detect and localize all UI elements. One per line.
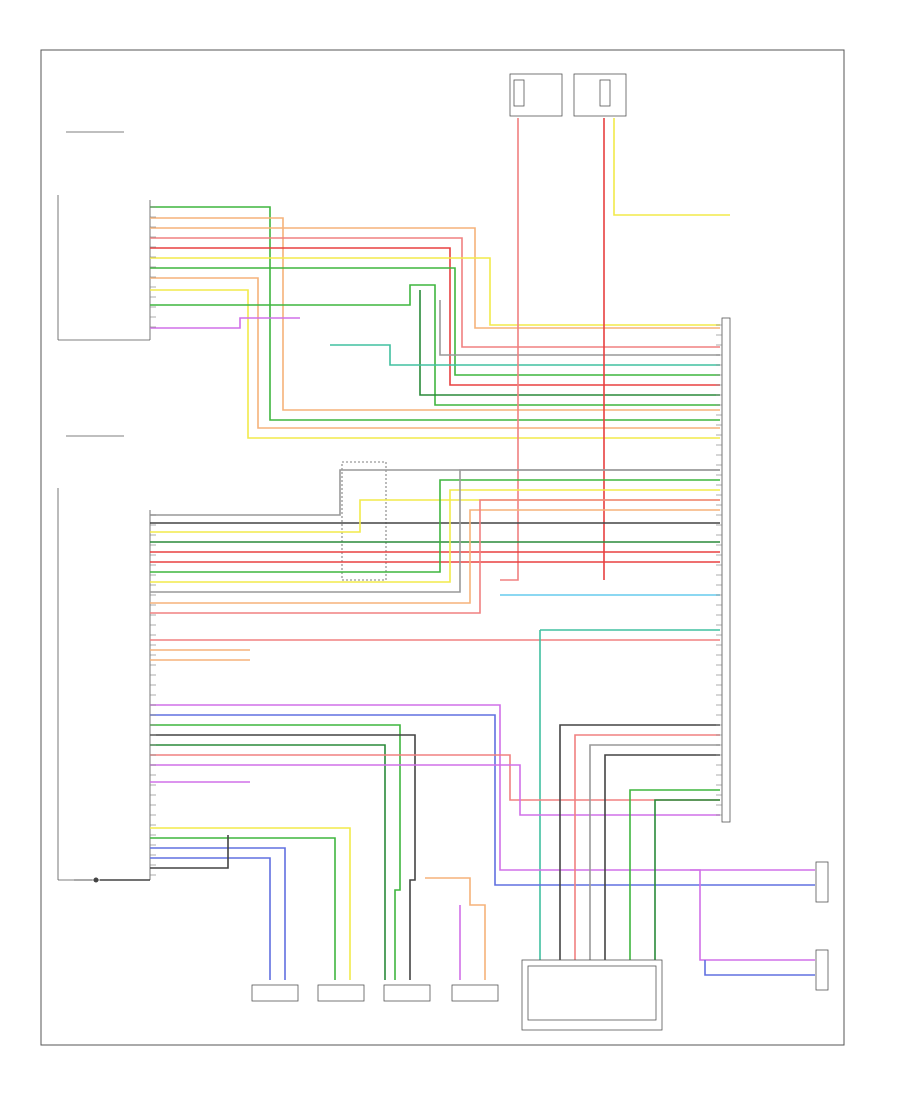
speaker-left-rear [251, 984, 299, 1002]
wire-spk-10 [150, 837, 336, 980]
wire-spk-5 [150, 744, 386, 980]
switch-left [509, 73, 563, 117]
wire-sat-14 [439, 300, 720, 356]
wire-spk-13 [150, 835, 229, 869]
diagram-frame [40, 49, 845, 1046]
wire-rear-2 [574, 734, 720, 960]
inline-connector [341, 461, 387, 581]
wire-radio-7 [150, 479, 720, 573]
wire-sat-10 [150, 284, 720, 406]
wire-spk-6 [150, 754, 720, 801]
wire-spk-3 [150, 724, 401, 980]
wire-spk-12 [150, 857, 271, 980]
wire-sat-8 [150, 277, 720, 429]
wire-spk-1 [150, 704, 815, 871]
wire-switch-left [500, 118, 519, 581]
wire-sat-7 [150, 267, 720, 376]
speaker-right-front [815, 861, 829, 903]
wire-spk-11 [150, 847, 286, 980]
wire-spk-14 [425, 877, 486, 980]
wire-radio-1 [150, 469, 720, 516]
wire-spk-9 [150, 827, 351, 980]
wire-rear-4 [604, 754, 720, 960]
wire-rear-3 [589, 744, 720, 960]
wire-sat-12 [419, 290, 720, 396]
speaker-left-tweeter [451, 984, 499, 1002]
wire-radio-9 [150, 469, 720, 593]
wire-spk-4 [150, 734, 416, 980]
speaker-right-door [815, 949, 829, 991]
wire-radio-3 [150, 499, 720, 533]
radio [57, 435, 151, 881]
satellite-receiver [57, 131, 151, 341]
switch-right [573, 73, 627, 117]
amplifier [721, 317, 731, 823]
speaker-left-front [317, 984, 365, 1002]
connector-pins [150, 206, 722, 876]
wire-rear-1 [559, 724, 720, 960]
wire-radio-8 [150, 489, 720, 583]
wire-sat-9 [150, 289, 720, 439]
wire-rear-8 [704, 960, 815, 976]
wire-sat-11 [150, 317, 300, 329]
wire-harness [100, 118, 815, 980]
wire-sat-13 [330, 344, 720, 366]
wire-radio-10 [150, 509, 720, 604]
wire-radio-11 [150, 499, 720, 614]
wire-sat-2 [150, 217, 720, 411]
wire-rear-6 [654, 799, 720, 960]
wire-sat-6 [150, 257, 720, 326]
wire-spk-7 [150, 764, 720, 816]
wire-sat-5 [150, 247, 720, 386]
wire-switch-yellow [613, 118, 730, 216]
wire-sat-3 [150, 227, 720, 329]
wire-rear-7 [690, 869, 815, 961]
wire-sat-4 [150, 237, 720, 348]
ground-icon [74, 877, 99, 883]
wire-sat-1 [150, 206, 720, 421]
wire-rear-5 [629, 789, 720, 960]
rear-connector [521, 959, 663, 1031]
speaker-left-door [383, 984, 431, 1002]
